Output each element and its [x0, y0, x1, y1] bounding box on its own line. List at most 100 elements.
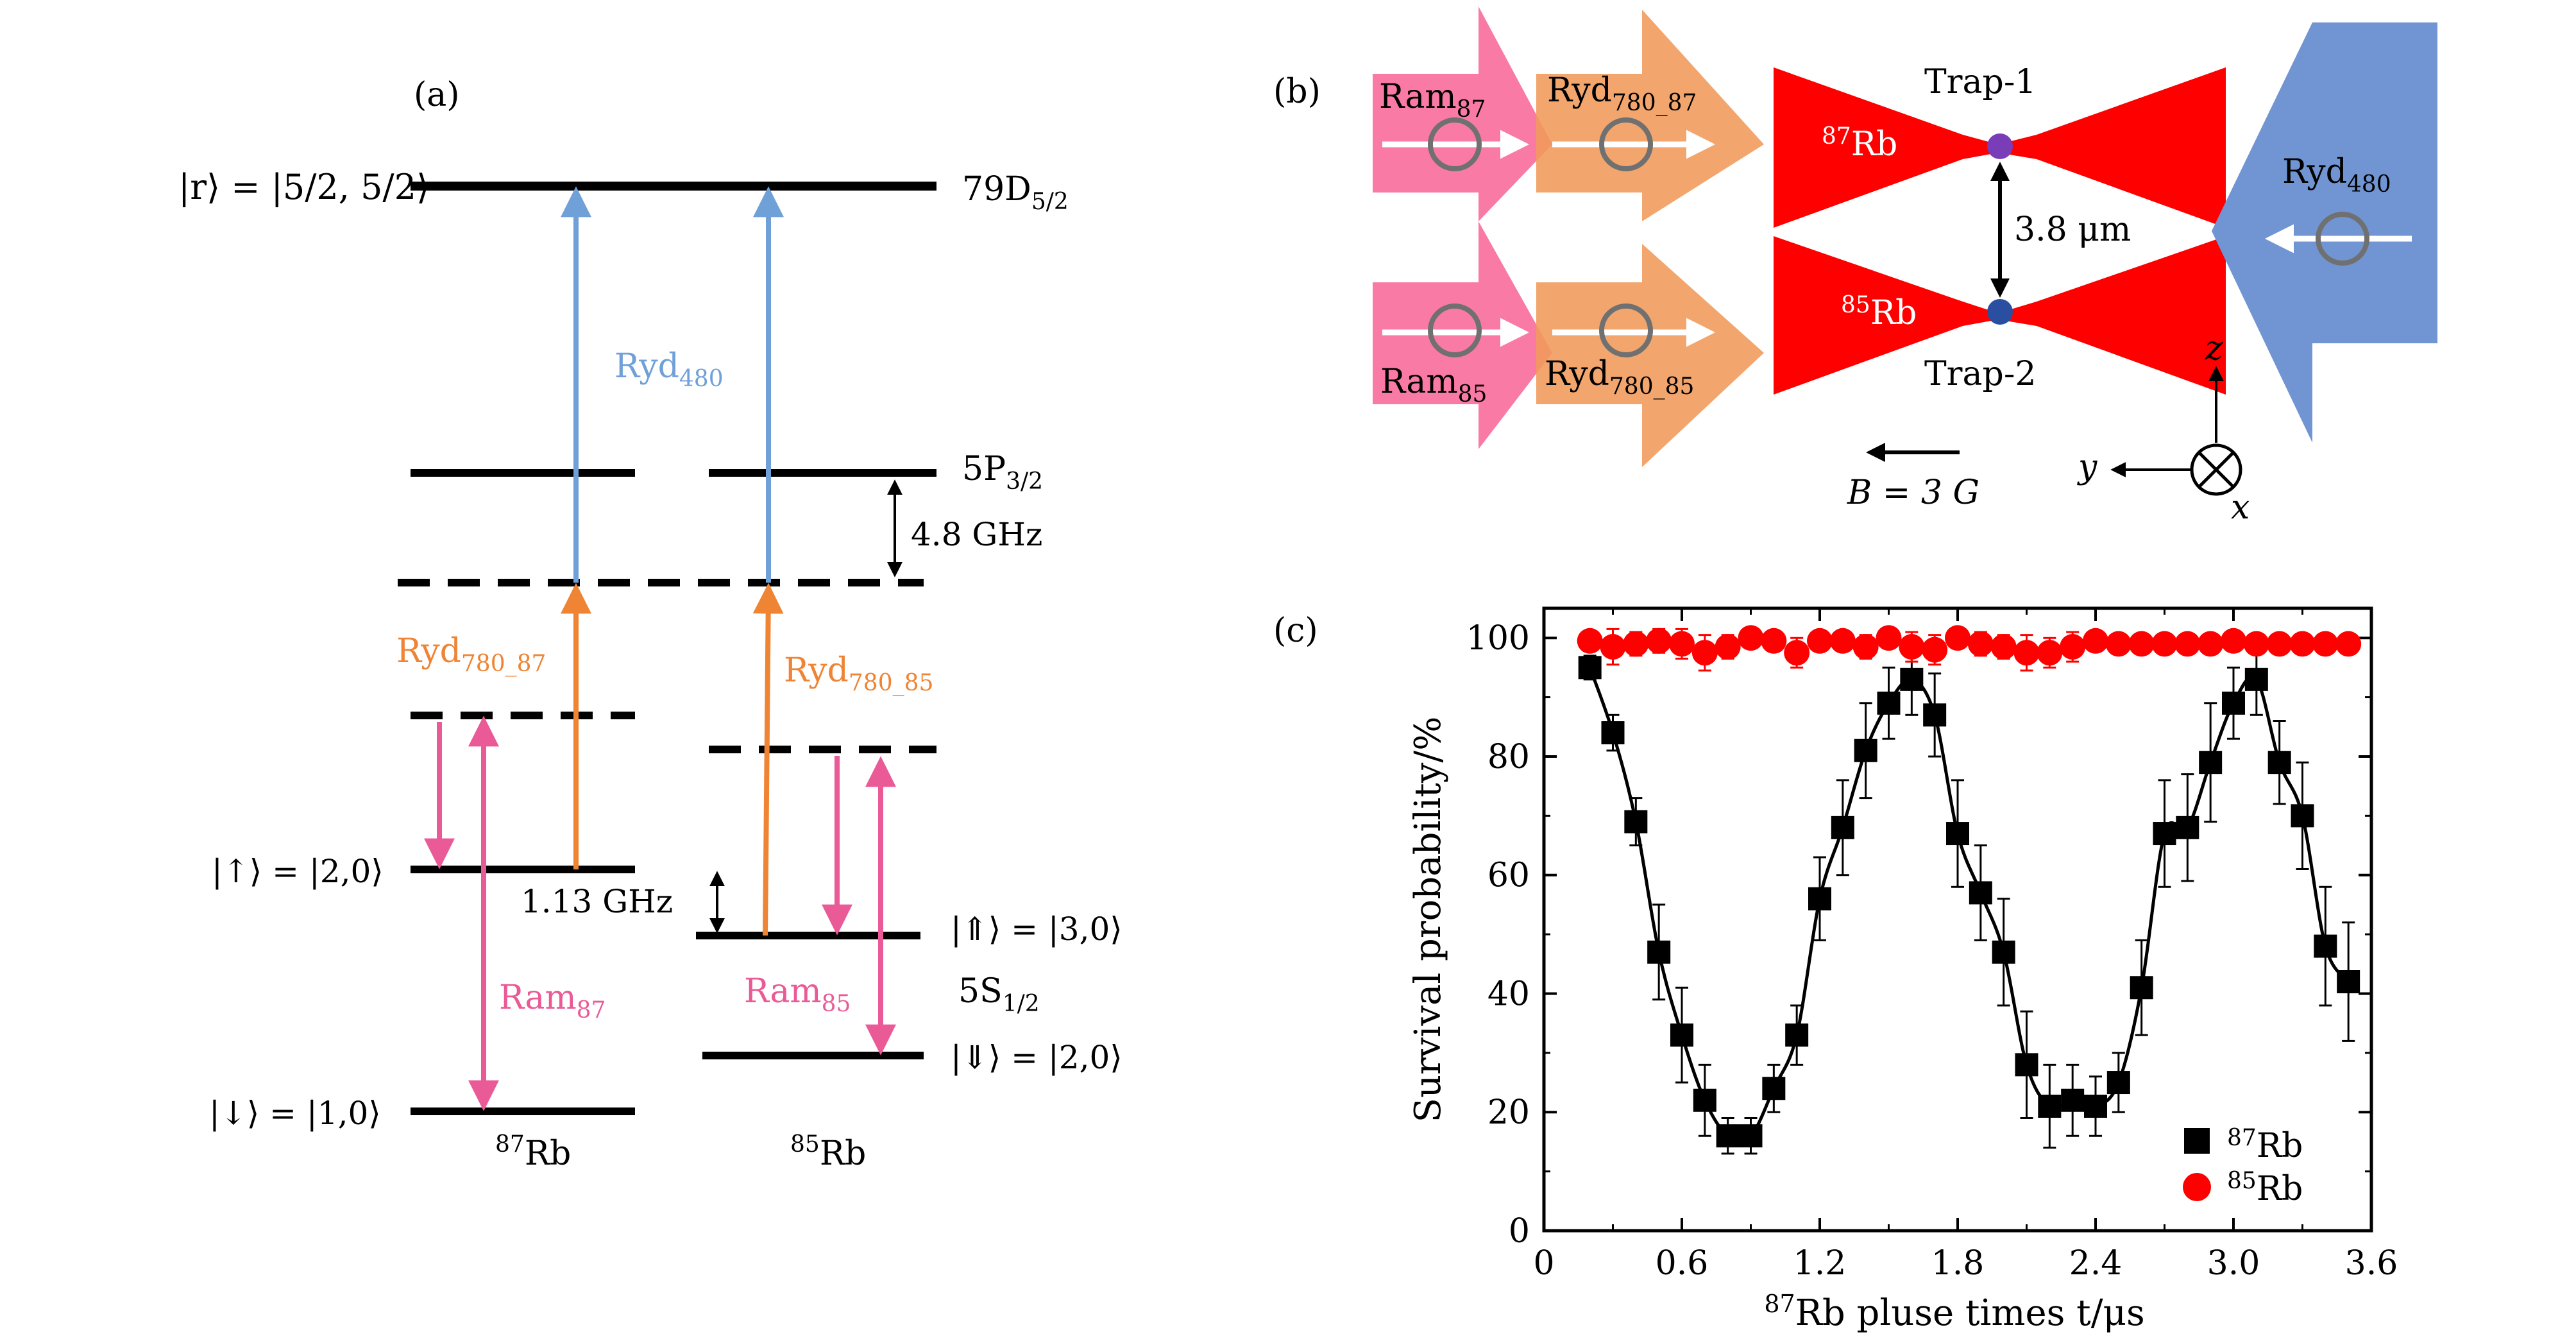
- point-87rb: [2084, 1095, 2107, 1118]
- point-87rb: [1854, 739, 1877, 762]
- point-85rb: [1922, 637, 1948, 663]
- point-85rb: [1876, 625, 1902, 651]
- point-87rb: [2153, 822, 2176, 846]
- point-85rb: [2128, 631, 2155, 657]
- rb85-label: 85Rb: [790, 1131, 866, 1173]
- point-87rb: [1624, 810, 1648, 834]
- down-state-label: |↓⟩ = |1,0⟩: [209, 1095, 381, 1132]
- point-87rb: [2106, 1071, 2130, 1095]
- ryd780-87-beam: [1536, 10, 1764, 221]
- point-85rb: [1967, 631, 1994, 657]
- ryd780-85-beam-label: Ryd780_85: [1545, 355, 1694, 400]
- point-85rb: [2013, 640, 2040, 666]
- point-85rb: [1669, 631, 1695, 657]
- ryd780-85-label: Ryd780_85: [784, 651, 933, 696]
- trap-spacing-label: 3.8 μm: [2014, 210, 2131, 249]
- point-85rb: [1623, 631, 1649, 657]
- point-85rb: [2105, 631, 2131, 657]
- legend-85-label: 85Rb: [2227, 1168, 2303, 1208]
- point-85rb: [2266, 631, 2292, 657]
- axis-ticks: [1543, 608, 2373, 1232]
- ram87-polarization-icon: [1428, 117, 1482, 171]
- point-85rb: [1691, 640, 1718, 666]
- x-axis-into-page-icon: [2190, 443, 2242, 496]
- point-87rb: [2015, 1053, 2038, 1077]
- point-85rb: [2060, 634, 2086, 660]
- x-tick-label: 1.2: [1793, 1244, 1847, 1283]
- ryd780-85-polarization-icon: [1599, 304, 1653, 357]
- axis-y-label: y: [2077, 448, 2097, 486]
- y-axis-title: Survival probability/%: [1407, 717, 1449, 1123]
- y-tick-label: 60: [1487, 857, 1530, 895]
- field-label: B = 3 G: [1847, 474, 1979, 512]
- x-axis-cross-b: [2198, 451, 2235, 488]
- detuning-label: 4.8 GHz: [911, 516, 1042, 553]
- point-85rb: [2198, 631, 2224, 657]
- ryd480-label: Ryd480: [614, 347, 724, 392]
- atom-85-label: 85Rb: [1841, 292, 1917, 332]
- rydberg-state-label: |r⟩ = |5/2, 5/2⟩: [178, 167, 430, 207]
- point-85rb: [2037, 640, 2063, 666]
- x-tick-label: 1.8: [1931, 1244, 1985, 1283]
- axis-x-label: x: [2231, 488, 2250, 527]
- x-tick-label: 3.0: [2207, 1244, 2260, 1283]
- point-87rb: [1946, 822, 1969, 846]
- atom-87-marker: [1987, 133, 2013, 159]
- trap-2-label: Trap-2: [1924, 355, 2036, 393]
- ram87-beam-label: Ram87: [1379, 78, 1486, 123]
- splitting-label: 1.13 GHz: [521, 883, 673, 920]
- ryd780-87-polarization-icon: [1599, 117, 1653, 171]
- point-85rb: [1577, 628, 1603, 654]
- point-85rb: [2335, 631, 2362, 657]
- ryd780-87-beam-label: Ryd780_87: [1547, 71, 1697, 116]
- point-87rb: [1877, 691, 1901, 715]
- ryd780-87-label: Ryd780_87: [396, 632, 546, 677]
- point-85rb: [2243, 631, 2269, 657]
- point-87rb: [2038, 1095, 2062, 1118]
- panel-b: (b) Ram87 Ram85 Ryd780_87 Ryd780_85 Trap…: [1273, 6, 2437, 527]
- point-87rb: [1716, 1124, 1740, 1148]
- point-87rb: [1831, 816, 1854, 839]
- point-85rb: [1600, 634, 1626, 660]
- point-85rb: [1646, 628, 1672, 654]
- point-85rb: [2289, 631, 2316, 657]
- point-87rb: [1992, 940, 2015, 964]
- point-85rb: [1852, 634, 1879, 660]
- point-87rb: [1647, 940, 1671, 964]
- uparrow-state-label: |⇑⟩ = |3,0⟩: [951, 911, 1123, 948]
- point-87rb: [1808, 887, 1831, 911]
- point-87rb: [2244, 667, 2268, 691]
- x-tick-label: 3.6: [2345, 1244, 2398, 1283]
- downarrow-state-label: |⇓⟩ = |2,0⟩: [951, 1039, 1123, 1076]
- ryd480-polarization-icon: [2316, 212, 2369, 266]
- atom-87-label: 87Rb: [1822, 123, 1897, 164]
- point-85rb: [1738, 625, 1764, 651]
- point-85rb: [1899, 634, 1925, 660]
- ryd480-beam: [2212, 22, 2437, 443]
- ryd780-85-arrow: [752, 583, 784, 936]
- point-85rb: [2221, 628, 2246, 654]
- trap-1-label: Trap-1: [1924, 63, 2036, 101]
- ram85-label: Ram85: [744, 972, 851, 1017]
- atom-85-marker: [1987, 299, 2013, 325]
- y-tick-label: 100: [1466, 619, 1530, 658]
- point-87rb: [2061, 1088, 2085, 1112]
- legend: 87Rb 85Rb: [2183, 1125, 2303, 1208]
- panel-a-label: (a): [414, 76, 460, 114]
- level-79d-label: 79D5/2: [962, 170, 1069, 215]
- point-87rb: [1578, 656, 1602, 680]
- ryd780-85-beam: [1536, 244, 1764, 467]
- x-tick-label: 0: [1533, 1244, 1554, 1283]
- point-87rb: [1923, 703, 1947, 727]
- ryd480-beam-label: Ryd480: [2282, 153, 2391, 198]
- y-tick-label: 40: [1487, 975, 1530, 1013]
- point-85rb: [1990, 634, 2017, 660]
- axis-z-label: z: [2205, 329, 2223, 368]
- data-points: [1577, 625, 2362, 1148]
- y-tick-label: 80: [1487, 738, 1530, 776]
- point-85rb: [1761, 628, 1787, 654]
- point-87rb: [1601, 721, 1625, 744]
- point-87rb: [1785, 1023, 1809, 1047]
- point-87rb: [1762, 1077, 1786, 1100]
